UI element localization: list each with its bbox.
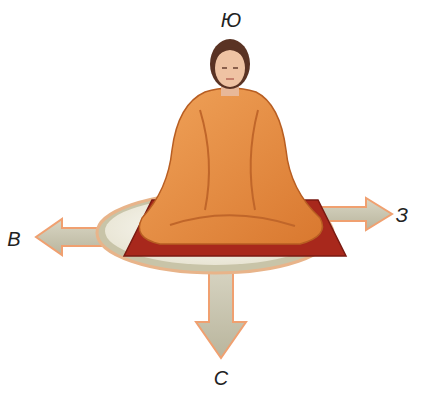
north-arrow: [196, 262, 246, 358]
direction-label: З: [396, 205, 408, 225]
mouth: [226, 78, 234, 80]
eyes: [222, 67, 238, 69]
hair-top: [214, 47, 246, 60]
direction-label: В: [7, 229, 20, 249]
direction-label: Ю: [221, 10, 241, 30]
hair: [210, 39, 250, 89]
robe-fold: [170, 110, 295, 226]
robe: [139, 88, 322, 244]
direction-label: С: [214, 368, 228, 388]
face: [215, 49, 245, 87]
